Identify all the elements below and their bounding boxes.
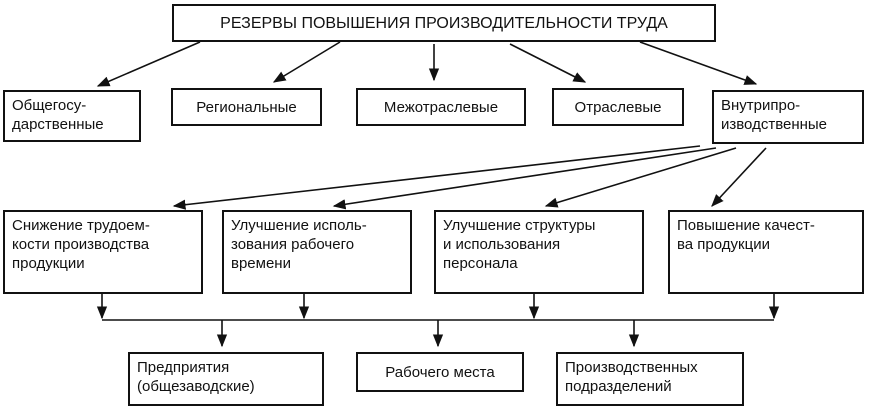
direction-box-labor-intensity: Снижение трудоем- кости производства про…: [3, 210, 203, 294]
level-box-state: Общегосу- дарственные: [3, 90, 141, 142]
place-label: Предприятия (общезаводские): [137, 359, 255, 395]
arrow-title-to-intraproduction: [639, 41, 758, 85]
arrow-title-to-state: [96, 41, 201, 87]
arrow-to-direction-3: [544, 147, 737, 208]
level-box-regional: Региональные: [171, 88, 322, 126]
level-label: Общегосу- дарственные: [12, 97, 104, 133]
level-label: Отраслевые: [574, 98, 662, 116]
title-text: РЕЗЕРВЫ ПОВЫШЕНИЯ ПРОИЗВОДИТЕЛЬНОСТИ ТРУ…: [220, 14, 668, 32]
direction-label: Повышение качест- ва продукции: [677, 217, 815, 253]
arrow-title-to-regional: [272, 41, 341, 83]
place-label: Рабочего места: [385, 363, 495, 381]
arrow-title-to-industry: [509, 43, 587, 83]
arrow-to-direction-2: [332, 147, 717, 210]
direction-box-personnel: Улучшение структуры и использования перс…: [434, 210, 644, 294]
title-box: РЕЗЕРВЫ ПОВЫШЕНИЯ ПРОИЗВОДИТЕЛЬНОСТИ ТРУ…: [172, 4, 716, 42]
level-label: Региональные: [196, 98, 297, 116]
direction-label: Улучшение исполь- зования рабочего време…: [231, 217, 367, 272]
arrow-to-direction-1: [172, 145, 701, 210]
direction-box-work-time: Улучшение исполь- зования рабочего време…: [222, 210, 412, 294]
level-label: Межотраслевые: [383, 98, 499, 116]
level-label: Внутрипро- изводственные: [721, 97, 828, 133]
direction-label: Улучшение структуры и использования перс…: [443, 217, 596, 272]
level-box-industry: Отраслевые: [552, 88, 684, 126]
place-label: Производственных подразделений: [565, 359, 698, 395]
place-box-enterprise: Предприятия (общезаводские): [128, 352, 324, 406]
direction-label: Снижение трудоем- кости производства про…: [12, 217, 150, 272]
level-box-intraproduction: Внутрипро- изводственные: [712, 90, 864, 144]
arrow-to-direction-4: [711, 147, 767, 207]
place-box-divisions: Производственных подразделений: [556, 352, 744, 406]
place-box-workplace: Рабочего места: [356, 352, 524, 392]
level-box-interindustry: Межотраслевые: [356, 88, 526, 126]
direction-box-quality: Повышение качест- ва продукции: [668, 210, 864, 294]
